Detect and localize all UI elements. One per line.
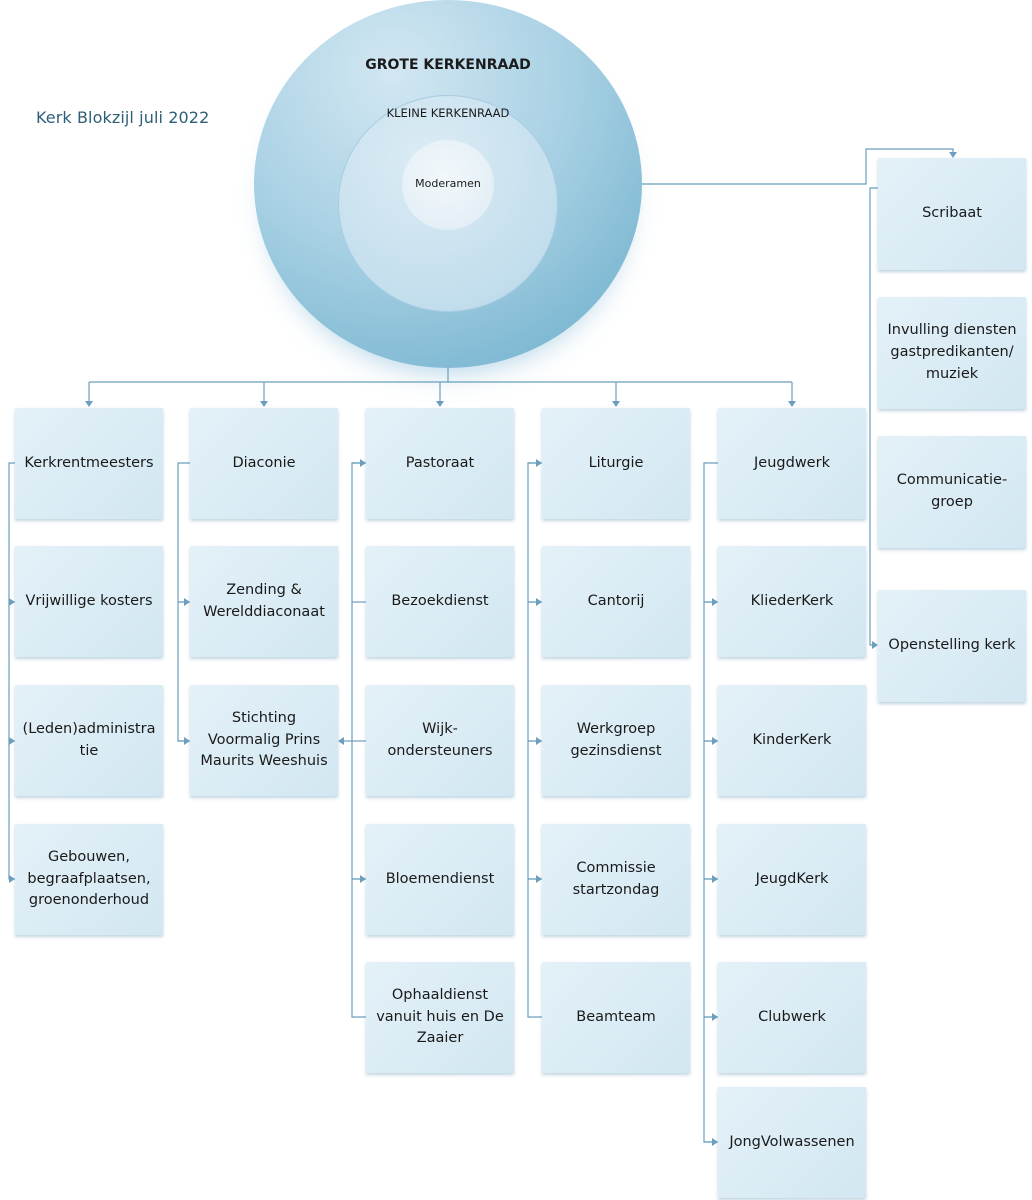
- node-pastoraat: Pastoraat: [366, 408, 514, 519]
- connector-arrow: [436, 401, 444, 407]
- connector-arrow: [712, 737, 718, 745]
- node-diaconie: Diaconie: [190, 408, 338, 519]
- node-scribaat: Scribaat: [878, 158, 1026, 270]
- node-clubwerk: Clubwerk: [718, 962, 866, 1073]
- connector-arrow: [260, 401, 268, 407]
- node-commissie-startzondag: Commissie startzondag: [542, 824, 690, 935]
- node-openstelling-kerk: Openstelling kerk: [878, 590, 1026, 702]
- node-wijkondersteuners: Wijk- ondersteuners: [366, 685, 514, 796]
- connector-arrow: [536, 459, 542, 467]
- node-jeugdwerk: Jeugdwerk: [718, 408, 866, 519]
- connector-line-8: [8, 462, 15, 880]
- connector-arrow: [85, 401, 93, 407]
- node-liturgie: Liturgie: [542, 408, 690, 519]
- node-zending: Zending & Werelddiaconaat: [190, 546, 338, 657]
- node-ledenadministratie: (Leden)administra tie: [15, 685, 163, 796]
- kleine-kerkenraad-label: KLEINE KERKENRAAD: [386, 106, 510, 120]
- connector-arrow: [9, 737, 15, 745]
- connector-arrow: [712, 598, 718, 606]
- node-gebouwen: Gebouwen, begraafplaatsen, groenonderhou…: [15, 824, 163, 935]
- connector-arrow: [360, 875, 366, 883]
- connector-line-43: [869, 187, 878, 646]
- connector-arrow: [712, 875, 718, 883]
- moderamen-label: Moderamen: [415, 177, 481, 190]
- node-beamteam: Beamteam: [542, 962, 690, 1073]
- node-jeugdkerk: JeugdKerk: [718, 824, 866, 935]
- node-ophaaldienst: Ophaaldienst vanuit huis en De Zaaier: [366, 962, 514, 1073]
- connector-arrow: [788, 401, 796, 407]
- connector-line-18: [351, 462, 366, 1018]
- node-jongvolwassenen: JongVolwassenen: [718, 1087, 866, 1198]
- connector-arrow: [612, 401, 620, 407]
- grote-kerkenraad-label: GROTE KERKENRAAD: [365, 57, 531, 73]
- connector-arrow: [184, 737, 190, 745]
- chart-title: Kerk Blokzijl juli 2022: [36, 108, 210, 127]
- connector-arrow: [338, 737, 344, 745]
- connector-arrow: [9, 875, 15, 883]
- connector-arrow: [9, 598, 15, 606]
- connector-arrow: [712, 1138, 718, 1146]
- node-kerkrentmeesters: Kerkrentmeesters: [15, 408, 163, 519]
- connector-arrow: [872, 641, 878, 649]
- moderamen-circle: [402, 140, 494, 230]
- connector-arrow: [360, 459, 366, 467]
- node-kinderkerk: KinderKerk: [718, 685, 866, 796]
- node-kliederkerk: KliederKerk: [718, 546, 866, 657]
- node-stichting-weeshuis: Stichting Voormalig Prins Maurits Weeshu…: [190, 685, 338, 796]
- node-bezoekdienst: Bezoekdienst: [366, 546, 514, 657]
- connector-arrow: [536, 875, 542, 883]
- node-communicatiegroep: Communicatie- groep: [878, 436, 1026, 548]
- node-bloemendienst: Bloemendienst: [366, 824, 514, 935]
- connector-arrow: [536, 737, 542, 745]
- node-cantorij: Cantorij: [542, 546, 690, 657]
- node-werkgroep-gezinsdienst: Werkgroep gezinsdienst: [542, 685, 690, 796]
- node-invulling-diensten: Invulling diensten gastpredikanten/ muzi…: [878, 297, 1026, 409]
- connector-arrow: [949, 152, 957, 158]
- node-vrijwillige-kosters: Vrijwillige kosters: [15, 546, 163, 657]
- connector-arrow: [536, 598, 542, 606]
- connector-line-32: [703, 462, 718, 1143]
- connector-arrow: [184, 598, 190, 606]
- connector-line-7: [632, 148, 954, 185]
- connector-arrow: [712, 1013, 718, 1021]
